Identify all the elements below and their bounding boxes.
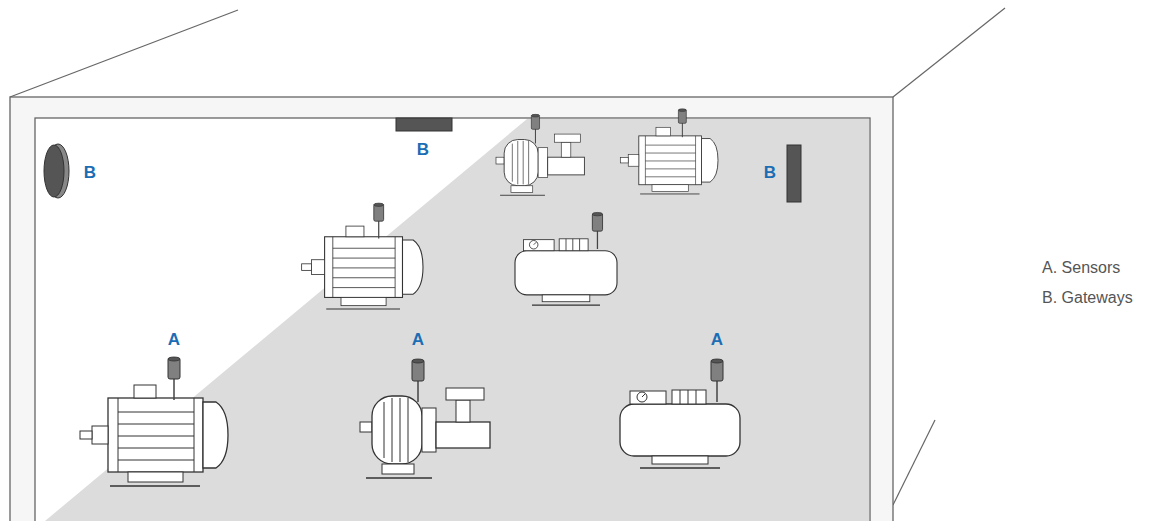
motor [80,357,228,486]
callout-letter: B [417,141,429,160]
room-interior [35,118,870,521]
callout-letter: B [84,164,96,183]
callout-letter: A [412,331,424,350]
legend-text: A. Sensors [1042,259,1120,277]
floor [45,119,869,521]
pump [496,114,584,195]
callout-letter: B [764,164,776,183]
compressor [515,212,617,305]
gateway [396,118,452,131]
ceiling-edge [893,8,1005,97]
gateway [787,145,801,202]
room-frame [10,97,893,521]
ceiling-edge [10,10,238,97]
callout-letter: A [168,331,180,350]
gateway [44,144,69,198]
legend-text: B. Gateways [1042,289,1133,307]
floor-edge [893,420,935,505]
motor [302,203,423,309]
callout-letter: A [711,331,723,350]
pump [360,359,490,478]
compressor [620,359,740,468]
motor [620,109,718,194]
